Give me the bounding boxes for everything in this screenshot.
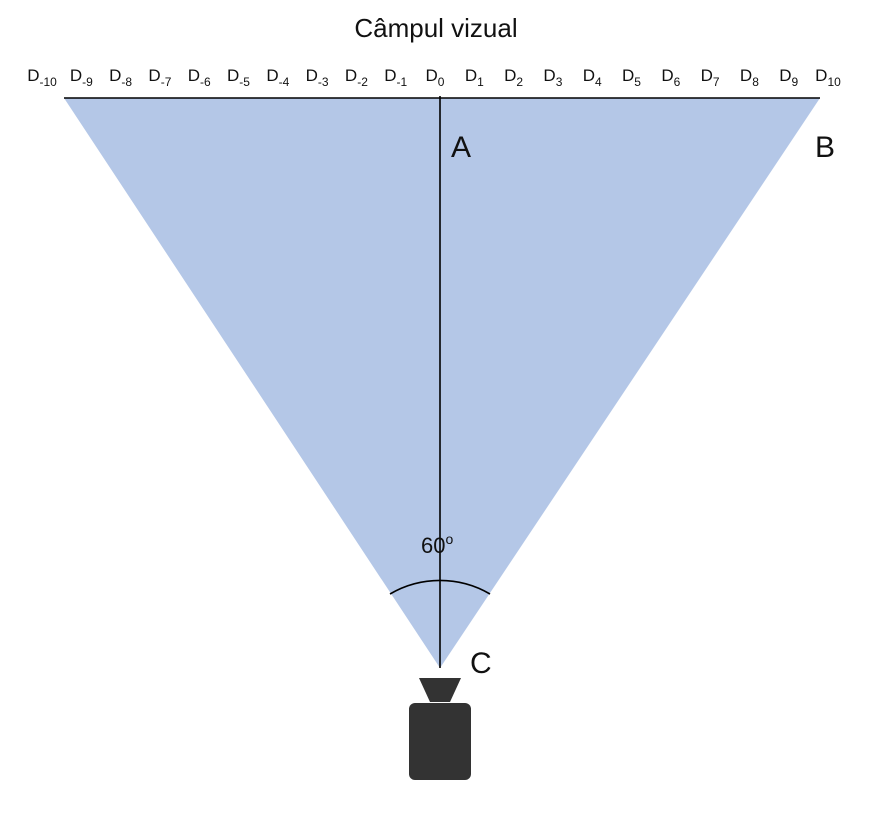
position-label: D-2 (345, 66, 368, 89)
angle-unit: o (445, 531, 453, 547)
position-label: D-4 (266, 66, 289, 89)
point-label-c: C (470, 647, 492, 680)
position-index: -8 (121, 75, 132, 89)
position-prefix: D (109, 66, 121, 85)
position-prefix: D (465, 66, 477, 85)
camera-body (409, 703, 471, 780)
position-label: D-10 (27, 66, 57, 89)
position-index: 4 (595, 75, 602, 89)
position-label: D8 (740, 66, 759, 89)
position-label: D-7 (148, 66, 171, 89)
position-index: 5 (634, 75, 641, 89)
position-index: 3 (556, 75, 563, 89)
position-prefix: D (426, 66, 438, 85)
point-label-a: A (451, 131, 471, 164)
position-index: -10 (39, 75, 57, 89)
position-prefix: D (815, 66, 827, 85)
position-label: D2 (504, 66, 523, 89)
position-prefix: D (27, 66, 39, 85)
position-prefix: D (740, 66, 752, 85)
position-index: 9 (791, 75, 798, 89)
position-prefix: D (306, 66, 318, 85)
position-index: -1 (397, 75, 408, 89)
position-prefix: D (622, 66, 634, 85)
position-prefix: D (384, 66, 396, 85)
position-index: 2 (516, 75, 523, 89)
position-index: 10 (827, 75, 841, 89)
position-index: -3 (318, 75, 329, 89)
angle-value: 60 (421, 533, 445, 558)
position-index: 0 (438, 75, 445, 89)
position-index: -5 (239, 75, 250, 89)
position-index: 7 (713, 75, 720, 89)
position-label: D7 (701, 66, 720, 89)
position-label: D10 (815, 66, 841, 89)
position-index: -9 (82, 75, 93, 89)
position-label: D-1 (384, 66, 407, 89)
position-prefix: D (148, 66, 160, 85)
position-prefix: D (345, 66, 357, 85)
position-label: D4 (583, 66, 602, 89)
diagram-title: Câmpul vizual (354, 13, 517, 43)
position-prefix: D (543, 66, 555, 85)
position-label: D-9 (70, 66, 93, 89)
position-label: D0 (426, 66, 445, 89)
position-index: 8 (752, 75, 759, 89)
position-index: -7 (161, 75, 172, 89)
point-label-b: B (815, 131, 835, 164)
position-label: D-3 (306, 66, 329, 89)
position-prefix: D (701, 66, 713, 85)
position-prefix: D (504, 66, 516, 85)
position-prefix: D (661, 66, 673, 85)
position-index: -2 (357, 75, 368, 89)
camera-icon (409, 678, 471, 780)
camera-lens (419, 678, 461, 702)
position-prefix: D (266, 66, 278, 85)
position-label: D1 (465, 66, 484, 89)
position-label: D-6 (188, 66, 211, 89)
position-prefix: D (227, 66, 239, 85)
position-index: -4 (279, 75, 290, 89)
position-label: D5 (622, 66, 641, 89)
angle-arc (389, 579, 491, 595)
position-label: D9 (779, 66, 798, 89)
position-index: 1 (477, 75, 484, 89)
position-index: 6 (674, 75, 681, 89)
position-prefix: D (583, 66, 595, 85)
angle-label: 60o (421, 531, 453, 558)
position-label: D-8 (109, 66, 132, 89)
position-label: D6 (661, 66, 680, 89)
position-prefix: D (70, 66, 82, 85)
position-label: D-5 (227, 66, 250, 89)
position-label: D3 (543, 66, 562, 89)
field-of-view-area (64, 98, 820, 668)
position-prefix: D (188, 66, 200, 85)
position-index: -6 (200, 75, 211, 89)
position-prefix: D (779, 66, 791, 85)
